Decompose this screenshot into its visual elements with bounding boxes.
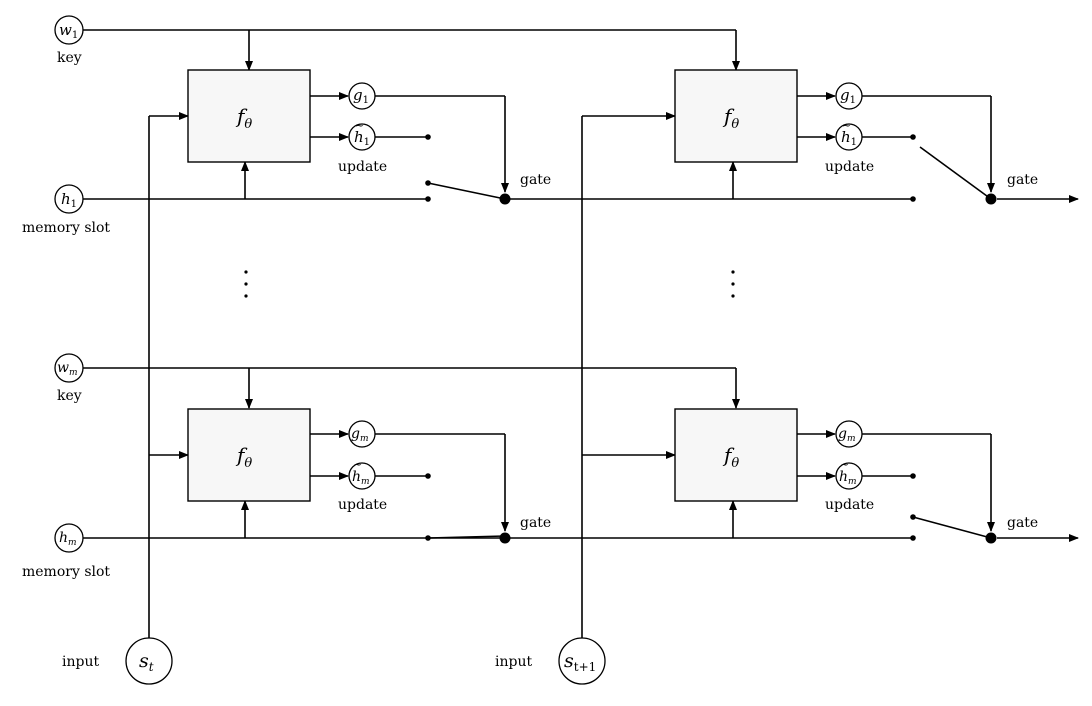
svg-text:~: ~ bbox=[353, 458, 362, 471]
gate-node-g1-a: g1 bbox=[348, 82, 376, 110]
input-label-2: input bbox=[495, 654, 532, 670]
candidate-node-hm-a: hm ~ bbox=[348, 458, 376, 490]
memory-node-hm: hm bbox=[54, 523, 84, 553]
svg-text:~: ~ bbox=[842, 119, 851, 132]
svg-text:h1: h1 bbox=[61, 190, 77, 210]
svg-text:g1: g1 bbox=[840, 86, 856, 106]
f-theta-box-3: fθ bbox=[187, 408, 311, 502]
input-label-1: input bbox=[62, 654, 99, 670]
candidate-node-h1-b: h1 ~ bbox=[835, 119, 863, 151]
update-label-2: update bbox=[825, 159, 874, 175]
key-label-m: key bbox=[57, 388, 82, 404]
svg-text:~: ~ bbox=[840, 458, 849, 471]
memory-slot-label-m: memory slot bbox=[22, 564, 110, 580]
update-label-1: update bbox=[338, 159, 387, 175]
f-theta-box-4: fθ bbox=[674, 408, 798, 502]
svg-text:hm: hm bbox=[352, 469, 370, 487]
svg-text:g1: g1 bbox=[353, 86, 369, 106]
svg-text:hm: hm bbox=[839, 469, 857, 487]
memory-slot-label-1: memory slot bbox=[22, 220, 110, 236]
svg-text:h1: h1 bbox=[841, 128, 857, 148]
ellipsis-right bbox=[731, 270, 735, 298]
gate-label-3: gate bbox=[520, 515, 551, 531]
key-node-w1: w1 bbox=[54, 15, 84, 45]
update-label-4: update bbox=[825, 497, 874, 513]
svg-text:st+1: st+1 bbox=[564, 650, 596, 674]
update-label-3: update bbox=[338, 497, 387, 513]
ellipsis-left bbox=[244, 270, 248, 298]
f-theta-box-2: fθ bbox=[674, 69, 798, 163]
gate-nodes bbox=[499, 193, 997, 544]
candidate-node-h1-a: h1 ~ bbox=[348, 119, 376, 151]
switch-contacts bbox=[425, 134, 916, 541]
svg-text:w1: w1 bbox=[59, 21, 78, 41]
svg-text:hm: hm bbox=[59, 530, 77, 548]
svg-text:st: st bbox=[139, 650, 154, 674]
key-node-wm: wm bbox=[54, 353, 84, 383]
gate-node-g1-b: g1 bbox=[835, 82, 863, 110]
connection-lines bbox=[83, 29, 1079, 638]
gate-label-4: gate bbox=[1007, 515, 1038, 531]
key-label-1: key bbox=[57, 50, 82, 66]
gate-label-1: gate bbox=[520, 172, 551, 188]
input-node-st1: st+1 bbox=[558, 637, 606, 685]
svg-text:gm: gm bbox=[351, 426, 369, 444]
gate-node-gm-b: gm bbox=[835, 420, 863, 448]
svg-text:h1: h1 bbox=[354, 128, 370, 148]
memory-node-h1: h1 bbox=[54, 184, 84, 214]
candidate-node-hm-b: hm ~ bbox=[835, 458, 863, 490]
f-theta-box-1: fθ bbox=[187, 69, 311, 163]
input-node-st: st bbox=[125, 637, 173, 685]
gate-node-gm-a: gm bbox=[348, 420, 376, 448]
svg-text:~: ~ bbox=[355, 119, 364, 132]
gate-label-2: gate bbox=[1007, 172, 1038, 188]
svg-text:wm: wm bbox=[57, 360, 78, 378]
svg-text:gm: gm bbox=[838, 426, 856, 444]
